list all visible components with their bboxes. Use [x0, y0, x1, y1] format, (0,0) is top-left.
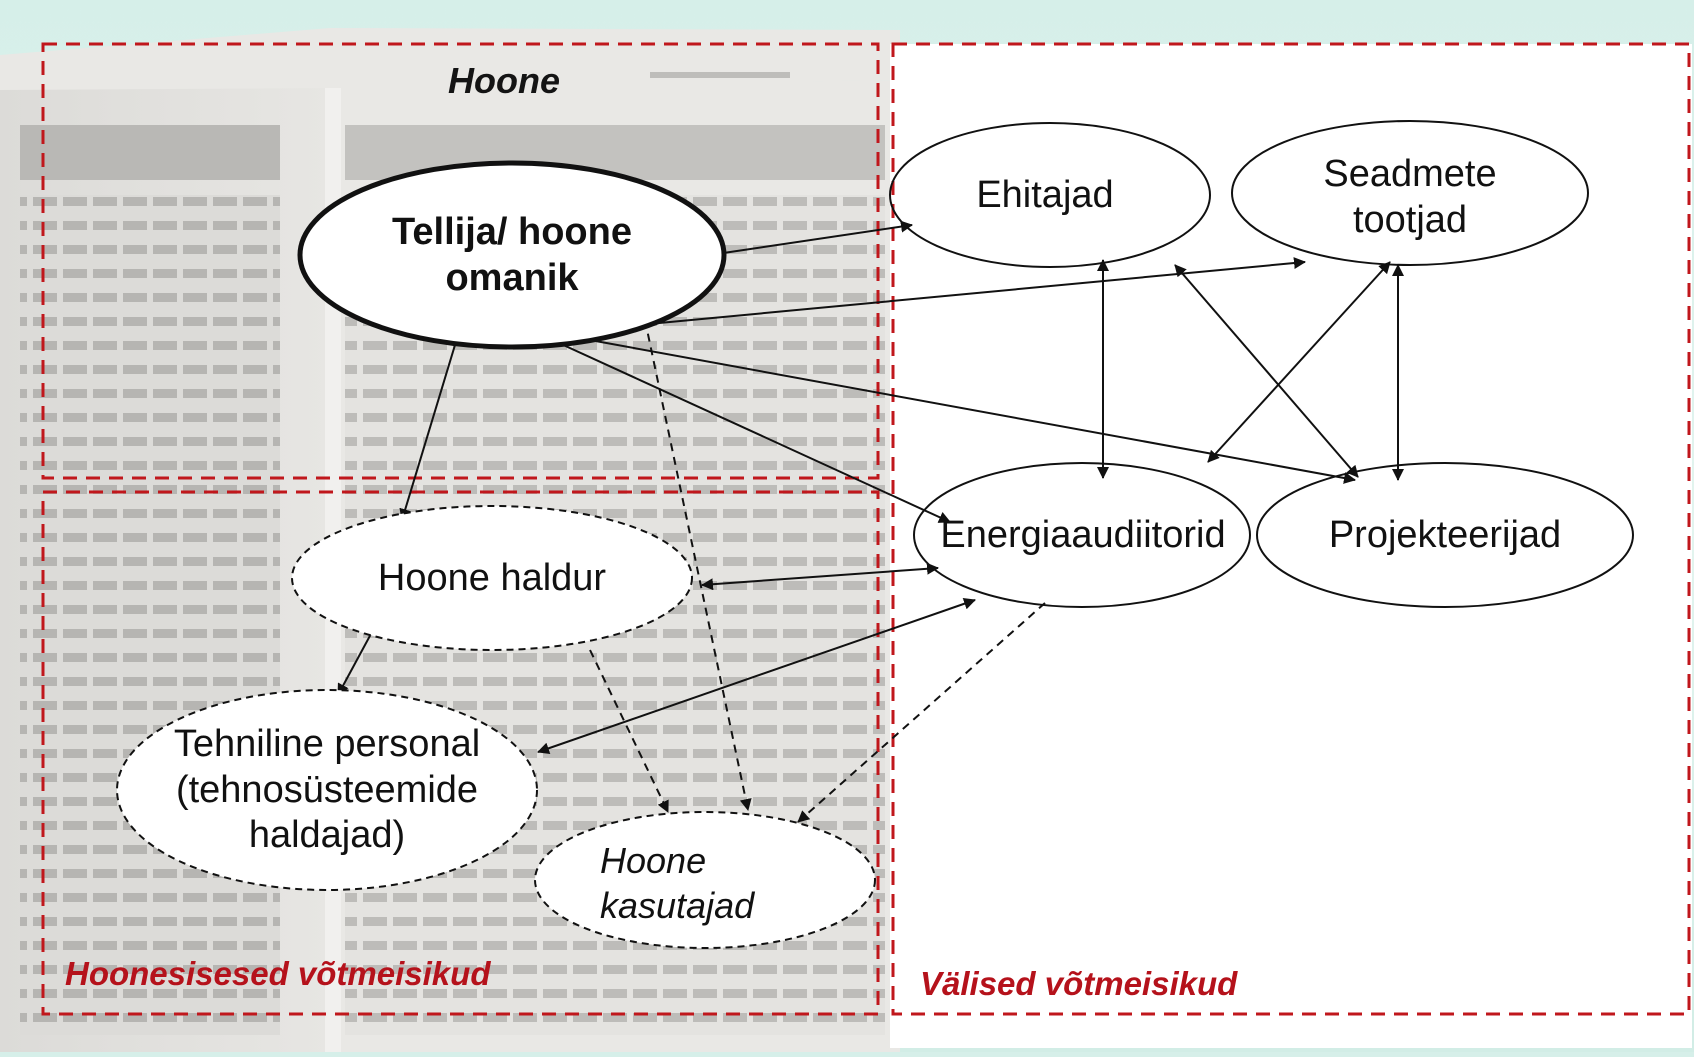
building-roof-vent — [650, 72, 790, 78]
external-panel — [890, 44, 1692, 1048]
region-title-internal: Hoonesisesed võtmeisikud — [65, 955, 491, 992]
users-line2: kasutajad — [600, 885, 755, 926]
node-builders-label: Ehitajad — [976, 174, 1114, 216]
node-designers — [1256, 462, 1634, 608]
node-tech-label: Tehniline personal (tehnosüsteemide hald… — [97, 722, 557, 859]
node-designers-label: Projekteerijad — [1328, 514, 1562, 556]
arrow-builders-designers — [1174, 264, 1359, 478]
node-auditors — [913, 462, 1251, 608]
building-left-top-windows — [20, 125, 280, 180]
region-title-hoone: Hoone — [448, 60, 560, 101]
connections — [337, 220, 1404, 823]
arrow-owner-builders — [709, 220, 913, 256]
tech-line1: Tehniline personal — [173, 723, 481, 765]
arrow-tech-auditors — [537, 597, 976, 755]
arrow-manager-tech — [337, 631, 373, 696]
arrow-owner-auditors — [547, 337, 951, 523]
node-builders — [889, 122, 1211, 268]
node-users-label: Hoone kasutajad — [600, 838, 850, 928]
node-tech — [116, 689, 538, 891]
region-title-external: Välised võtmeisikud — [920, 965, 1238, 1002]
region-hoone — [41, 42, 880, 480]
arrow-owner-manager — [399, 344, 456, 521]
region-external — [891, 42, 1691, 1016]
region-internal — [41, 490, 880, 1016]
node-owner — [297, 160, 727, 350]
manufacturers-line2: tootjad — [1352, 198, 1468, 241]
arrow-manager-users — [589, 649, 669, 813]
node-manager — [291, 505, 693, 651]
manufacturers-line1: Seadmete — [1323, 153, 1497, 195]
node-manager-label: Hoone haldur — [377, 557, 607, 599]
arrow-manager-auditors — [701, 562, 939, 591]
owner-line2: omanik — [445, 256, 579, 299]
node-owner-label: Tellija/ hoone omanik — [340, 210, 684, 301]
node-users — [534, 811, 876, 949]
owner-line1: Tellija/ hoone — [392, 211, 632, 253]
node-manufacturers-label: Seadmete tootjad — [1280, 152, 1540, 243]
region-borders — [41, 42, 1691, 1016]
tech-line2: (tehnosüsteemide — [175, 768, 479, 811]
building-left-windows — [20, 195, 280, 1035]
nodes — [116, 120, 1634, 949]
tech-line3: haldajad) — [248, 814, 406, 857]
node-auditors-label: Energiaaudiitorid — [940, 514, 1226, 556]
node-manufacturers — [1231, 120, 1589, 266]
users-line1: Hoone — [600, 840, 707, 881]
